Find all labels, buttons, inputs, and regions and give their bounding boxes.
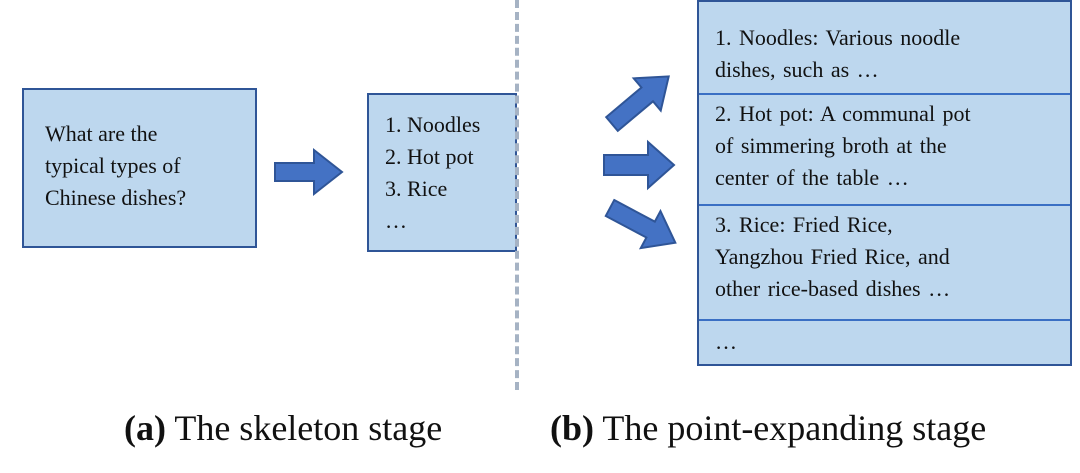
caption-label: (b)	[550, 408, 594, 448]
expanded-point-line: other rice-based dishes …	[715, 276, 951, 301]
skeleton-box: 1. Noodles 2. Hot pot 3. Rice …	[367, 93, 517, 252]
question-box: What are the typical types of Chinese di…	[22, 88, 257, 248]
expanded-point-line: …	[715, 329, 737, 354]
up-right-arrow-icon	[604, 75, 670, 133]
expanded-point-line: Yangzhou Fried Rice, and	[715, 244, 950, 269]
caption-text: The skeleton stage	[165, 408, 443, 448]
skeleton-point: 2. Hot pot	[385, 144, 474, 169]
expanded-point-line: 2. Hot pot: A communal pot	[715, 101, 971, 126]
skeleton-point: 3. Rice	[385, 176, 448, 201]
expanded-point-hot-pot: 2. Hot pot: A communal pot of simmering …	[699, 98, 1070, 194]
caption-label: (a)	[124, 408, 166, 448]
point-divider	[699, 204, 1070, 206]
skeleton-point: …	[385, 208, 407, 233]
caption-skeleton-stage: (a) The skeleton stage	[124, 406, 442, 450]
expanded-point-line: of simmering broth at the	[715, 133, 947, 158]
expanded-point-rice: 3. Rice: Fried Rice, Yangzhou Fried Rice…	[699, 209, 1070, 305]
caption-text: The point-expanding stage	[594, 408, 987, 448]
down-right-arrow-icon	[604, 198, 677, 250]
question-line: What are the	[45, 121, 158, 146]
expanded-point-line: 3. Rice: Fried Rice,	[715, 212, 893, 237]
expanded-point-noodles: 1. Noodles: Various noodle dishes, such …	[699, 22, 1070, 86]
stage-separator	[515, 0, 519, 390]
question-line: typical types of	[45, 153, 181, 178]
right-arrow-icon	[603, 139, 676, 191]
expanded-points-box: 1. Noodles: Various noodle dishes, such …	[697, 0, 1072, 366]
expanded-point-line: dishes, such as …	[715, 57, 879, 82]
right-arrow-icon	[274, 147, 344, 197]
point-divider	[699, 319, 1070, 321]
expanded-point-ellipsis: …	[699, 326, 1070, 358]
skeleton-point: 1. Noodles	[385, 112, 481, 137]
expanded-point-line: 1. Noodles: Various noodle	[715, 25, 961, 50]
caption-point-expanding-stage: (b) The point-expanding stage	[550, 406, 986, 450]
point-divider	[699, 93, 1070, 95]
question-line: Chinese dishes?	[45, 185, 187, 210]
expanded-point-line: center of the table …	[715, 165, 909, 190]
